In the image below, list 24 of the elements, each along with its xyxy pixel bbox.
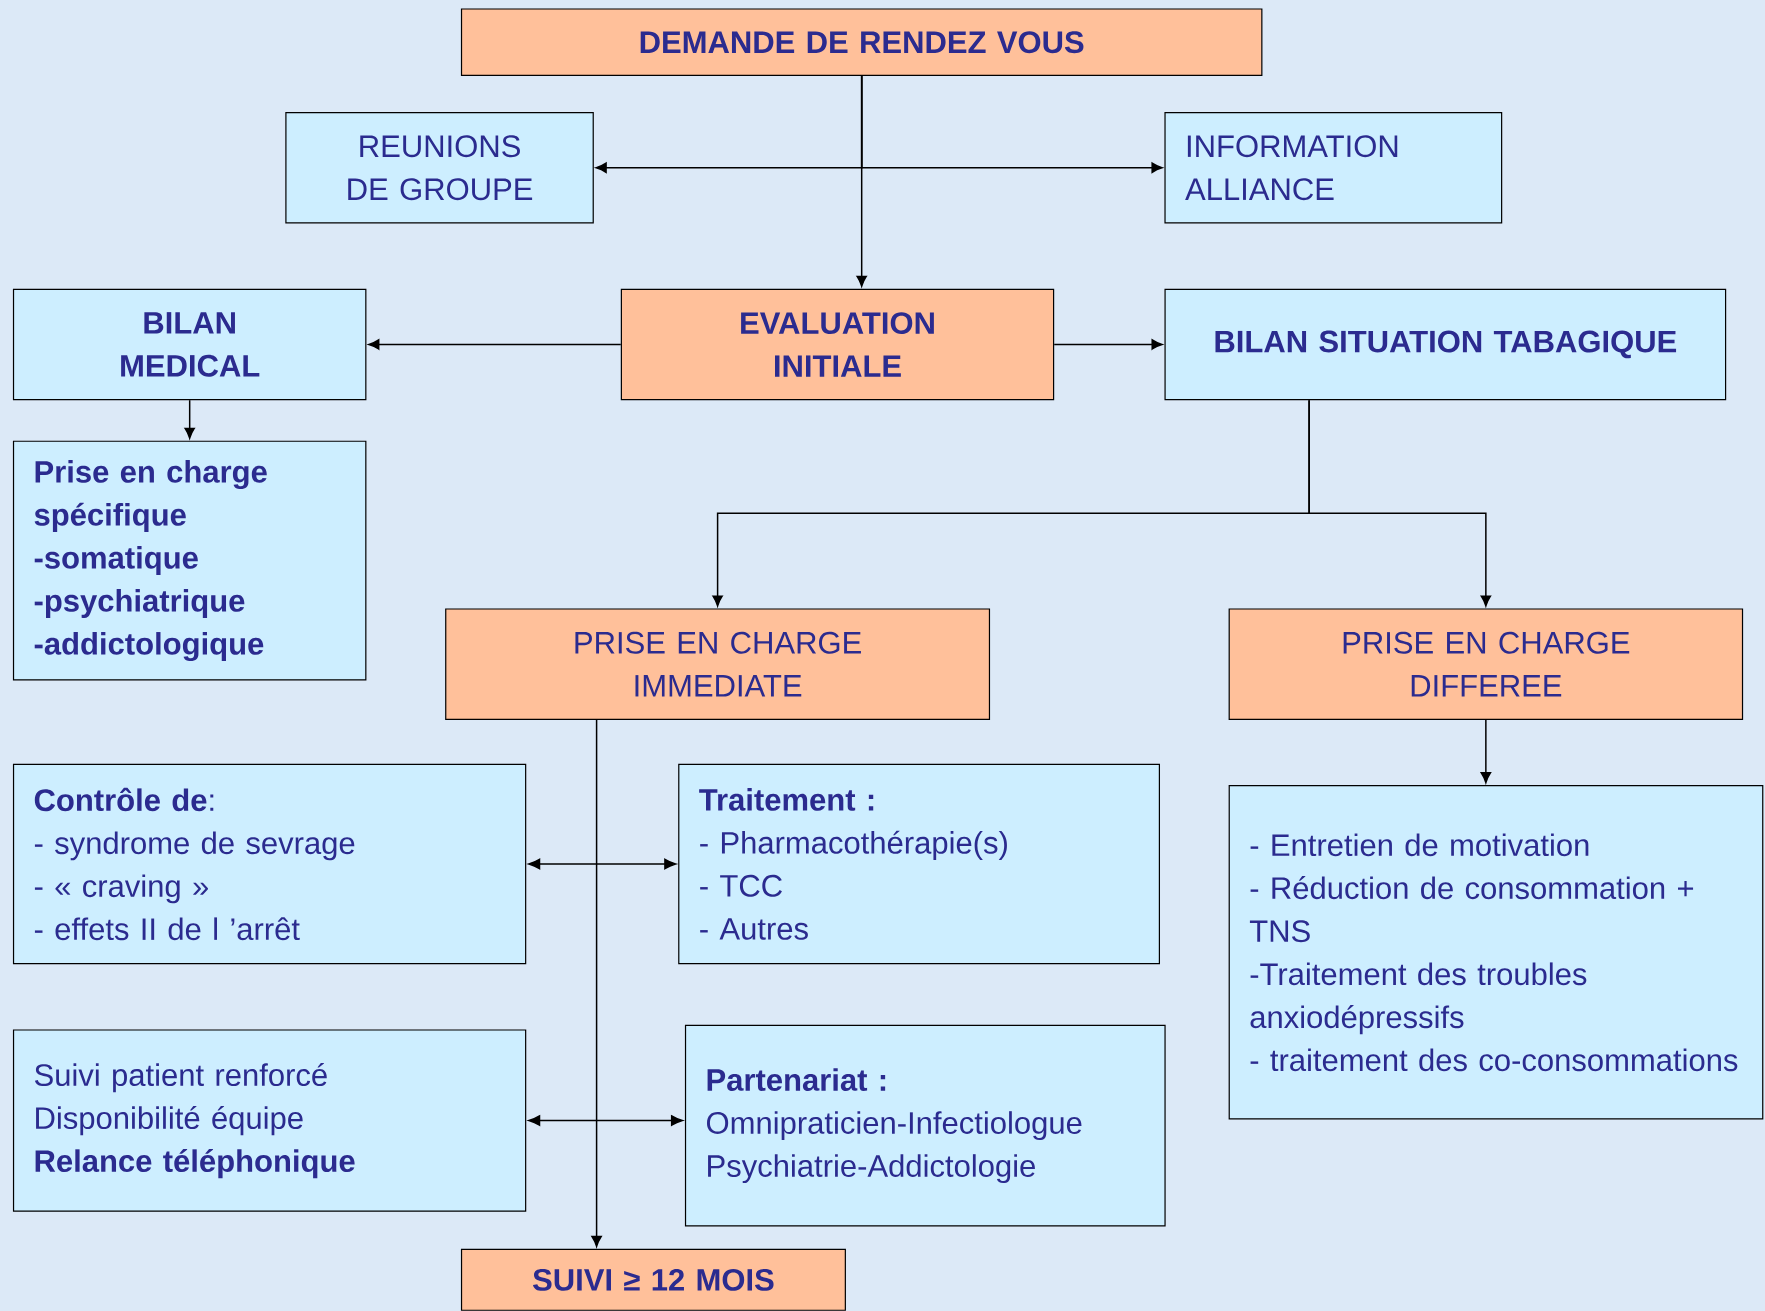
arrow: [1308, 399, 1492, 607]
process-box: EVALUATION INITIALE: [620, 288, 1055, 401]
list-box: - Entretien de motivation - Réduction de consommation + TNS -Traitement des troubles anxiodépressifs - traitement des co-consommations: [1228, 784, 1764, 1120]
arrow: [1053, 339, 1163, 350]
arrow: [591, 718, 602, 1247]
title-box: DEMANDE DE RENDEZ VOUS: [460, 8, 1263, 76]
arrow: [368, 339, 622, 350]
process-box: PRISE EN CHARGE DIFFEREE: [1228, 608, 1744, 720]
list-box: Contrôle de: - syndrome de sevrage - « craving » - effets II de l ’arrêt: [12, 763, 527, 964]
arrow: [528, 1115, 683, 1126]
list-box: Prise en charge spécifique -somatique -psychiatrique -addictologique: [12, 440, 367, 681]
process-box: SUIVI ≥ 12 MOIS: [460, 1248, 846, 1311]
info-box: REUNIONS DE GROUPE: [285, 111, 594, 224]
list-box: Traitement : - Pharmacothérapie(s) - TCC - Autres: [678, 763, 1160, 964]
process-box: BILAN MEDICAL: [12, 288, 367, 401]
process-box: PRISE EN CHARGE IMMEDIATE: [445, 608, 991, 720]
arrow: [184, 399, 195, 439]
list-box: Suivi patient renforcé Disponibilité équipe Relance téléphonique: [12, 1029, 527, 1212]
list-box: Partenariat : Omnipraticien-Infectiologue Psychiatrie-Addictologie: [684, 1024, 1166, 1227]
arrow: [528, 858, 677, 870]
process-box: BILAN SITUATION TABAGIQUE: [1164, 288, 1727, 401]
arrow: [856, 75, 867, 287]
arrow: [1480, 718, 1492, 784]
info-box: INFORMATION ALLIANCE: [1164, 111, 1503, 224]
